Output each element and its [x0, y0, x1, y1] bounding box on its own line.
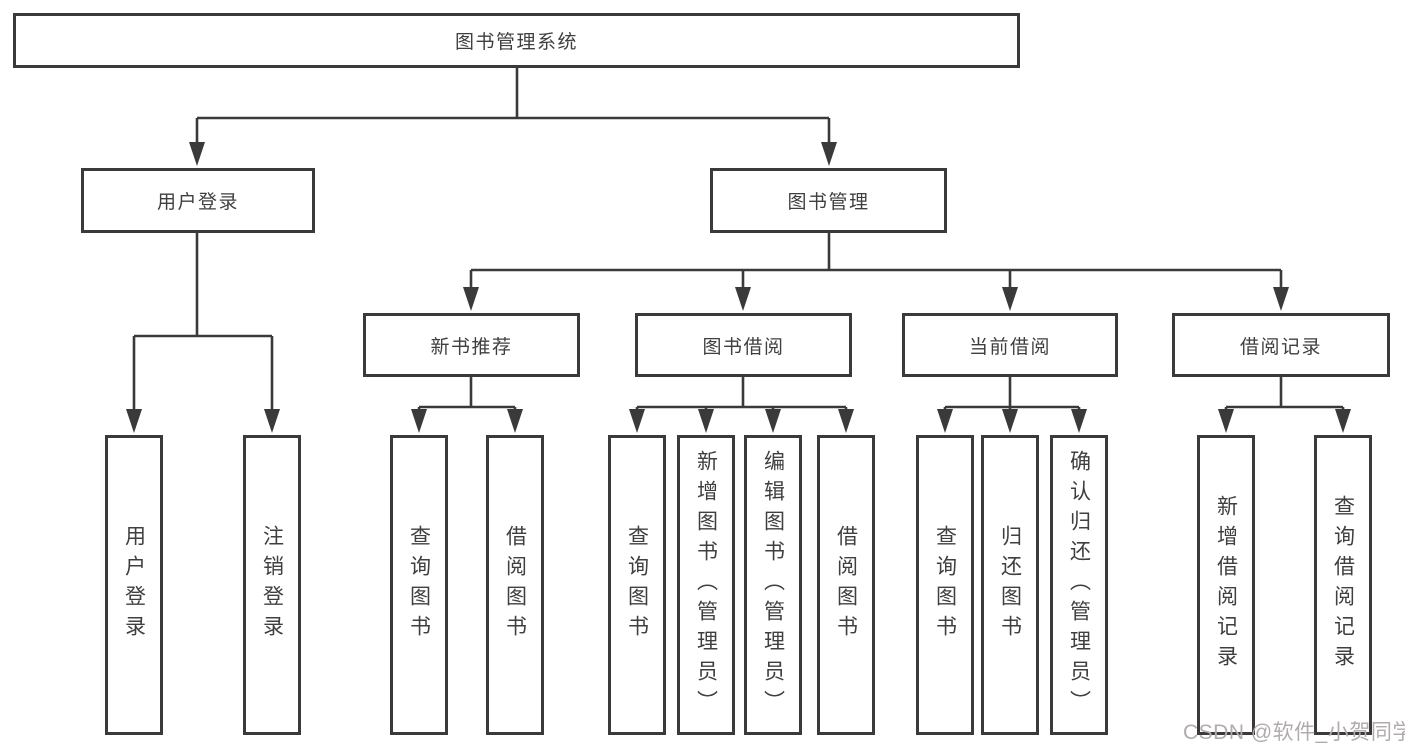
leaf-add-borrow-record: 新增借阅记录: [1197, 435, 1255, 735]
leaf-logout: 注销登录: [243, 435, 301, 735]
node-new-book-recommend: 新书推荐: [363, 313, 580, 377]
node-user-login-label: 用户登录: [156, 192, 239, 213]
leaf-query-books-3: 查询图书: [916, 435, 974, 735]
leaf-borrow-books-1-label: 借阅图书: [503, 525, 527, 645]
leaf-query-books-2: 查询图书: [608, 435, 666, 735]
node-book-borrowing: 图书借阅: [635, 313, 852, 377]
node-book-management-label: 图书管理: [787, 192, 870, 213]
leaf-borrow-books-2-label: 借阅图书: [834, 525, 858, 645]
leaf-return-books-label: 归还图书: [998, 525, 1022, 645]
node-root: 图书管理系统: [13, 13, 1020, 68]
node-current-borrowing-label: 当前借阅: [968, 336, 1051, 358]
leaf-borrow-books-1: 借阅图书: [486, 435, 544, 735]
leaf-query-books-2-label: 查询图书: [625, 525, 649, 645]
leaf-query-books-1: 查询图书: [390, 435, 448, 735]
leaf-query-books-1-label: 查询图书: [407, 525, 431, 645]
leaf-user-login: 用户登录: [105, 435, 163, 735]
leaf-query-borrow-record: 查询借阅记录: [1314, 435, 1372, 735]
node-book-borrowing-label: 图书借阅: [702, 336, 785, 358]
leaf-confirm-return-admin: 确认归还（管理员）: [1050, 435, 1108, 735]
node-current-borrowing: 当前借阅: [902, 313, 1118, 377]
leaf-add-book-admin: 新增图书（管理员）: [677, 435, 735, 735]
leaf-query-books-3-label: 查询图书: [933, 525, 957, 645]
leaf-query-borrow-record-label: 查询借阅记录: [1331, 495, 1355, 675]
node-user-login: 用户登录: [81, 168, 315, 233]
node-borrowing-records: 借阅记录: [1172, 313, 1390, 377]
leaf-return-books: 归还图书: [981, 435, 1039, 735]
node-root-label: 图书管理系统: [454, 32, 578, 53]
leaf-edit-book-admin: 编辑图书（管理员）: [744, 435, 802, 735]
leaf-edit-book-admin-label: 编辑图书（管理员）: [761, 450, 785, 720]
node-book-management: 图书管理: [710, 168, 947, 233]
leaf-add-book-admin-label: 新增图书（管理员）: [694, 450, 718, 720]
leaf-confirm-return-admin-label: 确认归还（管理员）: [1067, 450, 1091, 720]
leaf-logout-label: 注销登录: [260, 525, 284, 645]
leaf-user-login-label: 用户登录: [122, 525, 146, 645]
node-borrowing-records-label: 借阅记录: [1239, 336, 1322, 358]
leaf-add-borrow-record-label: 新增借阅记录: [1214, 495, 1238, 675]
node-new-book-recommend-label: 新书推荐: [430, 336, 513, 358]
watermark-text: CSDN @软件_小贺同学: [1183, 721, 1405, 744]
leaf-borrow-books-2: 借阅图书: [817, 435, 875, 735]
